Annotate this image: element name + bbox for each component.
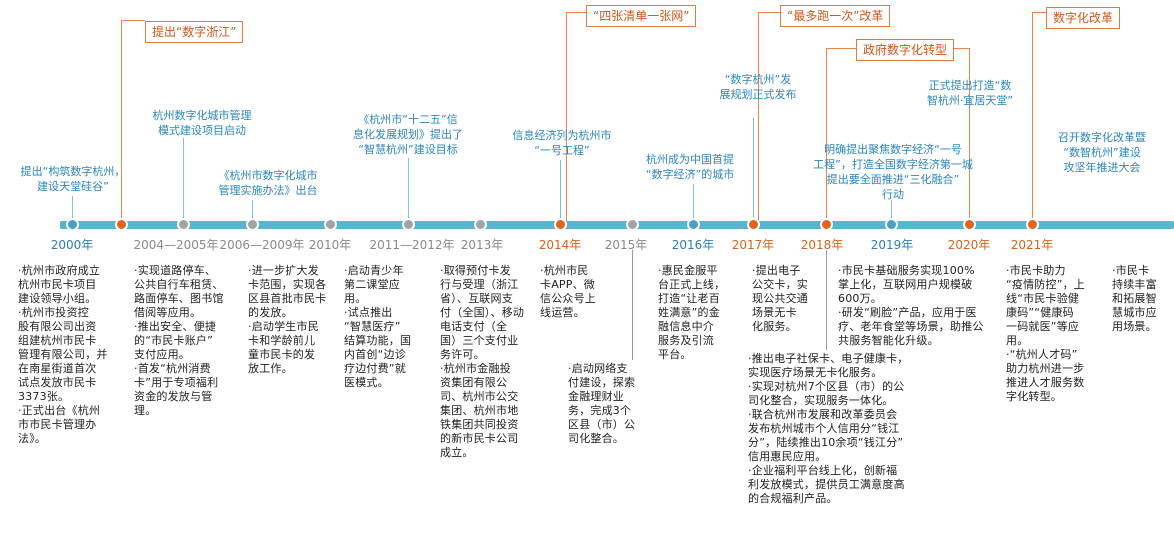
connector-line [632, 250, 633, 360]
connector-line [566, 12, 567, 222]
milestone-dot [1026, 218, 1039, 231]
year-label: 2011—2012年 [369, 238, 455, 252]
connector-line [969, 48, 970, 222]
connector-line [183, 138, 184, 222]
milestone-box: 提出“数字浙江” [145, 21, 244, 43]
connector-line [566, 12, 586, 13]
year-notes: ·惠民金服平 台正式上线， 打造“让老百 姓满意”的金 融信息中介 服务及引流 … [658, 264, 726, 361]
milestone-box: 数字化改革 [1046, 7, 1121, 29]
milestone-dot [687, 218, 700, 231]
year-label: 2004—2005年 [133, 238, 219, 252]
connector-line [826, 250, 827, 350]
event-label: 提出“构筑数字杭州， 建设天堂硅谷” [20, 165, 126, 193]
connector-line [252, 200, 253, 222]
year-label: 2006—2009年 [219, 238, 305, 252]
year-notes: ·杭州市政府成立 杭州市民卡项目 建设领导小组。 ·杭州市投资控 股有限公司出资… [18, 264, 108, 445]
year-label: 2020年 [947, 238, 991, 252]
milestone-dot [554, 218, 567, 231]
milestone-dot [474, 218, 487, 231]
year-notes: ·进一步扩大发 卡范围，实现各 区县首批市民卡 的发放。 ·启动学生市民 卡和学… [248, 264, 327, 375]
connector-line [826, 48, 856, 49]
year-label: 2013年 [460, 238, 504, 252]
year-label: 2015年 [604, 238, 648, 252]
connector-line [758, 12, 780, 13]
milestone-dot [115, 218, 128, 231]
milestone-dot [885, 218, 898, 231]
connector-line [121, 20, 122, 222]
connector-line [950, 48, 970, 49]
year-label: 2016年 [671, 238, 715, 252]
timeline-axis [60, 221, 1174, 229]
event-label: 杭州数字化城市管理 模式建设项目启动 [152, 109, 252, 137]
event-label: 正式提出打造“数 智杭州·宜居天堂” [926, 79, 1014, 107]
event-label: 《杭州市数字化城市 管理实施办法》出台 [218, 169, 318, 197]
year-notes: ·市民卡助力 “疫情防控”，上 线“市民卡验健 康码”“健康码 一码就医”等应 … [1006, 264, 1085, 403]
year-label: 2014年 [538, 238, 582, 252]
year-label: 2010年 [308, 238, 352, 252]
connector-line [826, 48, 827, 222]
year-label: 2018年 [800, 238, 844, 252]
year-notes: ·启动青少年 第二课堂应 用。 ·试点推出 “智慧医疗” 结算功能，国 内首创“… [344, 264, 412, 389]
year-label: 2000年 [50, 238, 94, 252]
milestone-dot [246, 218, 259, 231]
year-notes: ·市民卡 持续丰富 和拓展智 慧城市应 用场景。 [1112, 264, 1157, 333]
event-label: 《杭州市“十二五”信 息化发展规划》提出了 “智慧杭州”建设目标 [353, 113, 463, 156]
connector-line [758, 12, 759, 222]
milestone-dot [66, 218, 79, 231]
milestone-box: “四张清单一张网” [586, 5, 697, 27]
year-notes: ·提出电子 公交卡，实 现公共交通 场景无卡 化服务。 [752, 264, 808, 333]
year-notes: ·启动网络支 付建设，探索 金融理财业 务，完成3个 区县（市）公 司化整合。 [568, 362, 636, 445]
year-label: 2021年 [1010, 238, 1054, 252]
year-notes: ·市民卡基础服务实现100% 掌上化，互联网用户规模破 600万。 ·研发“刷脸… [838, 264, 984, 347]
milestone-dot [626, 218, 639, 231]
milestone-box: 政府数字化转型 [856, 39, 955, 61]
milestone-dot [324, 218, 337, 231]
milestone-dot [820, 218, 833, 231]
milestone-dot [402, 218, 415, 231]
year-notes: ·实现道路停车、 公共自行车租赁、 路面停车、图书馆 借阅等应用。 ·推出安全、… [134, 264, 224, 417]
event-label: 召开数字化改革暨 “数智杭州”建设 攻坚年推进大会 [1058, 131, 1146, 174]
event-label: 明确提出聚焦数字经济“一号 工程”，打造全国数字经济第一城 提出要全面推进“三化… [813, 143, 973, 201]
milestone-dot [177, 218, 190, 231]
connector-line [1032, 12, 1033, 222]
milestone-dot [747, 218, 760, 231]
connector-line [121, 20, 145, 21]
year-notes: ·取得预付卡发 行与受理（浙江 省）、互联网支 付（全国）、移动 电话支付（全 … [440, 264, 525, 459]
connector-line [753, 118, 754, 222]
connector-line [693, 184, 694, 222]
event-label: 信息经济列为杭州市 “一号工程” [512, 129, 612, 157]
year-label: 2019年 [870, 238, 914, 252]
connector-line [408, 158, 409, 222]
milestone-dot [963, 218, 976, 231]
year-label: 2017年 [731, 238, 775, 252]
event-label: 杭州成为中国首提 “数字经济”的城市 [645, 153, 735, 181]
milestone-box: “最多跑一次”改革 [780, 5, 891, 27]
event-label: “数字杭州”发 展规划正式发布 [719, 73, 797, 101]
connector-line [1032, 12, 1046, 13]
connector-line [560, 160, 561, 222]
year-notes: ·杭州市民 卡APP、微 信公众号上 线运营。 [540, 264, 596, 319]
connector-line [72, 196, 73, 222]
year-notes: ·推出电子社保卡、电子健康卡， 实现医疗场景无卡化服务。 ·实现对杭州7个区县（… [748, 352, 909, 505]
connector-line [891, 200, 892, 222]
